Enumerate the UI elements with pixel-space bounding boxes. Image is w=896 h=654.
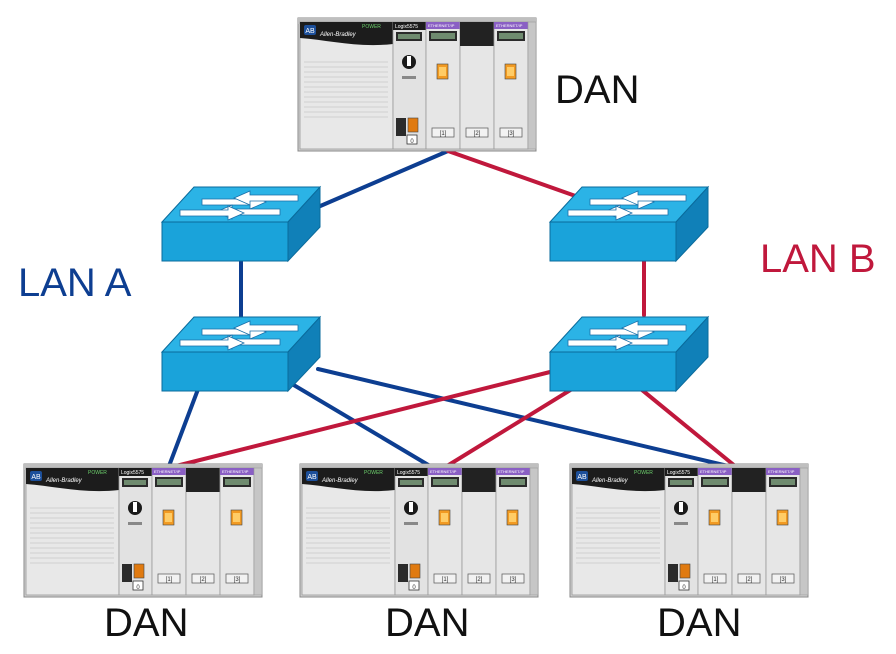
network-switch-icon xyxy=(161,186,321,262)
link-a-to-left-dan xyxy=(167,382,202,468)
power-label: POWER xyxy=(364,470,383,476)
module-tag: ETHERNET/IP xyxy=(700,469,727,474)
brand-badge: AB xyxy=(576,471,588,481)
brand-badge-text: AB xyxy=(31,474,41,481)
controller-model: Logix5575 xyxy=(395,24,418,30)
controller-model: Logix5575 xyxy=(667,470,690,476)
dan-node-top: AB Allen-Bradley POWER Logix5575 ETHERNE… xyxy=(297,17,537,152)
controller-model: Logix5575 xyxy=(397,470,420,476)
dan-label-top: DAN xyxy=(555,68,639,112)
dan-label-bottom-middle: DAN xyxy=(385,601,469,645)
module-tag: ETHERNET/IP xyxy=(428,23,455,28)
slot-label: [2] xyxy=(746,577,753,583)
power-label: POWER xyxy=(634,470,653,476)
key-label: 0 xyxy=(136,585,140,591)
module-tag: ETHERNET/IP xyxy=(430,469,457,474)
module-tag: ETHERNET/IP xyxy=(768,469,795,474)
brand-name: Allen-Bradley xyxy=(45,478,83,484)
slot-label: [3] xyxy=(780,577,787,583)
slot-label: [3] xyxy=(510,577,517,583)
network-switch-icon xyxy=(549,316,709,392)
lan-b-links xyxy=(174,149,737,468)
brand-badge-text: AB xyxy=(307,474,317,481)
brand-badge-text: AB xyxy=(305,28,315,35)
lan-a-label: LAN A xyxy=(18,261,132,305)
module-tag: ETHERNET/IP xyxy=(154,469,181,474)
network-switch-icon xyxy=(549,186,709,262)
power-label: POWER xyxy=(362,24,381,30)
brand-badge: AB xyxy=(30,471,42,481)
slot-label: [2] xyxy=(200,577,207,583)
brand-name: Allen-Bradley xyxy=(321,478,359,484)
dan-node-bottom-left: AB Allen-Bradley POWER Logix5575 ETHERNE… xyxy=(23,463,263,598)
lan-b-label: LAN B xyxy=(760,237,876,281)
brand-name: Allen-Bradley xyxy=(591,478,629,484)
slot-label: [1] xyxy=(712,577,719,583)
dan-node-bottom-right: AB Allen-Bradley POWER Logix5575 ETHERNE… xyxy=(569,463,809,598)
controller-model: Logix5575 xyxy=(121,470,144,476)
link-a-top-dan-to-switch xyxy=(316,149,450,209)
link-b-top-dan-to-switch xyxy=(446,149,586,201)
dan-node-bottom-middle: AB Allen-Bradley POWER Logix5575 ETHERNE… xyxy=(299,463,539,598)
module-tag: ETHERNET/IP xyxy=(496,23,523,28)
module-tag: ETHERNET/IP xyxy=(498,469,525,474)
slot-label: [2] xyxy=(474,131,481,137)
brand-badge: AB xyxy=(306,471,318,481)
slot-label: [2] xyxy=(476,577,483,583)
dan-label-bottom-left: DAN xyxy=(104,601,188,645)
key-label: 0 xyxy=(412,585,416,591)
slot-label: [1] xyxy=(440,131,447,137)
brand-badge: AB xyxy=(304,25,316,35)
slot-label: [3] xyxy=(508,131,515,137)
link-b-to-middle-dan xyxy=(445,379,587,468)
module-tag: ETHERNET/IP xyxy=(222,469,249,474)
power-label: POWER xyxy=(88,470,107,476)
slot-label: [3] xyxy=(234,577,241,583)
network-switch-icon xyxy=(161,316,321,392)
brand-name: Allen-Bradley xyxy=(319,32,357,38)
slot-label: [1] xyxy=(442,577,449,583)
link-b-to-left-dan xyxy=(174,370,552,468)
dan-label-bottom-right: DAN xyxy=(657,601,741,645)
key-label: 0 xyxy=(410,139,414,145)
link-b-to-right-dan xyxy=(629,379,737,468)
key-label: 0 xyxy=(682,585,686,591)
brand-badge-text: AB xyxy=(577,474,587,481)
slot-label: [1] xyxy=(166,577,173,583)
link-a-to-middle-dan xyxy=(285,379,432,468)
